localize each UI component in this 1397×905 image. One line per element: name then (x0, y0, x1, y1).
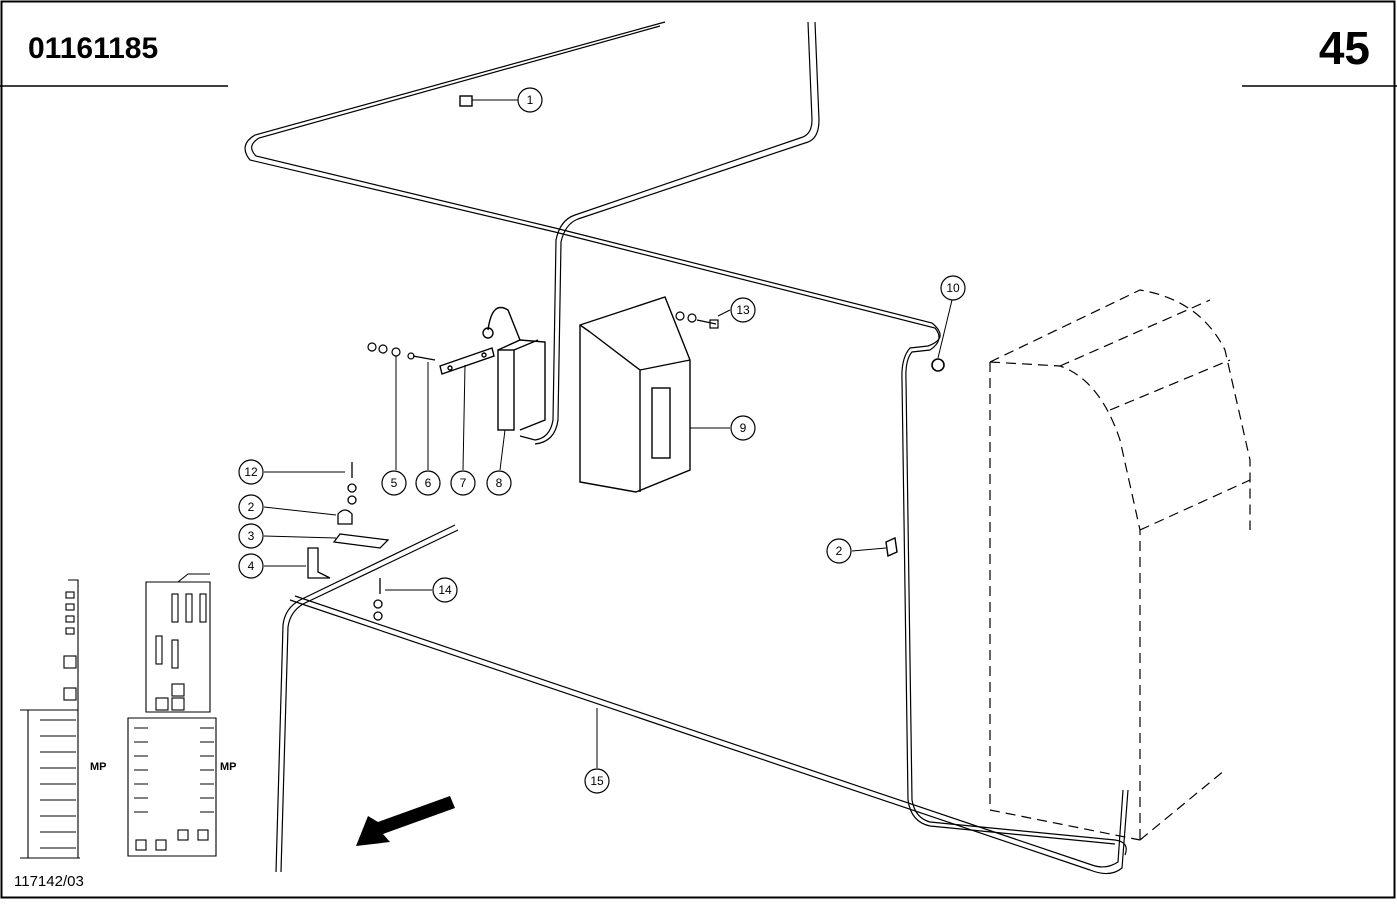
inset-label-mp-right: MP (220, 761, 237, 773)
svg-text:5: 5 (391, 476, 398, 490)
relay-component (482, 306, 546, 431)
callout-13: 12 (238, 459, 264, 485)
inset-label-mp-left: MP (90, 761, 107, 773)
inset-board-front-view (127, 573, 217, 857)
cable-harness (244, 21, 1129, 875)
callout-8: 8 (486, 470, 512, 496)
svg-text:9: 9 (740, 421, 747, 435)
mounting-plate (439, 347, 495, 375)
svg-text:10: 10 (946, 281, 960, 295)
callout-4: 4 (238, 553, 264, 579)
svg-text:7: 7 (460, 476, 467, 490)
callout-14: 14 (432, 577, 458, 603)
clip-part-2-right (885, 536, 898, 558)
callout-15: 13 (730, 297, 756, 323)
callout-2: 2 (238, 494, 264, 520)
svg-text:15: 15 (590, 774, 604, 788)
svg-text:6: 6 (425, 476, 432, 490)
svg-text:2: 2 (836, 544, 843, 558)
callouts: 1 10 13 9 5 6 7 8 (238, 87, 966, 794)
washer-set-top (367, 342, 436, 361)
grommet-part-10 (931, 358, 945, 372)
clip-part-1 (459, 95, 473, 107)
callout-10: 10 (940, 275, 966, 301)
screw-set-15 (675, 311, 719, 329)
page-number: 45 (1319, 22, 1370, 74)
cover-box (579, 296, 691, 493)
svg-text:13: 13 (736, 303, 750, 317)
callout-2-right: 2 (826, 538, 852, 564)
callout-3: 3 (238, 523, 264, 549)
part-number: 01161185 (28, 32, 158, 65)
svg-text:1: 1 (527, 93, 534, 107)
cabinet-outline (989, 289, 1251, 841)
svg-text:3: 3 (248, 529, 255, 543)
svg-text:8: 8 (496, 476, 503, 490)
callout-7: 7 (450, 470, 476, 496)
svg-text:4: 4 (248, 559, 255, 573)
callout-5: 5 (381, 470, 407, 496)
svg-text:14: 14 (438, 583, 452, 597)
callout-9: 9 (730, 415, 756, 441)
svg-text:12: 12 (244, 465, 258, 479)
bracket-parts (307, 462, 390, 621)
direction-arrow-icon (356, 796, 455, 846)
inset-rack-side-view (20, 579, 80, 859)
callout-12: 15 (584, 768, 610, 794)
leader-lines (263, 99, 953, 768)
callout-1: 1 (517, 87, 543, 113)
callout-6: 6 (415, 470, 441, 496)
drawing-reference: 117142/03 (14, 873, 84, 890)
svg-text:2: 2 (248, 500, 255, 514)
